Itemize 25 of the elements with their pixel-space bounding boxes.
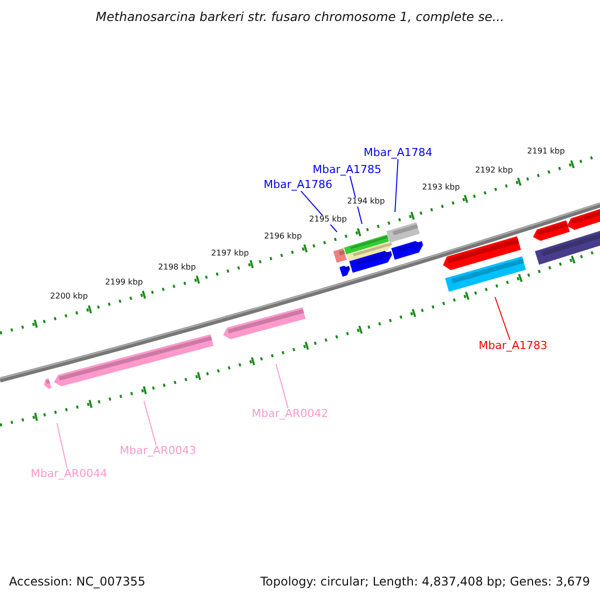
scale-tick-label: 2195 kbp: [309, 216, 347, 224]
gene-label: Mbar_AR0043: [120, 444, 196, 458]
scale-tick-label: 2199 kbp: [105, 278, 143, 288]
scale-tick-label: 2193 kbp: [422, 184, 460, 192]
leader-line: [276, 364, 288, 408]
scale-tick-label: 2197 kbp: [211, 250, 249, 258]
footer-text: Accession: NC_007355: [9, 575, 146, 589]
leader-line: [144, 400, 156, 446]
leader-line: [56, 422, 68, 468]
leader-line: [494, 296, 510, 340]
scale-tick-label: 2198 kbp: [158, 264, 196, 272]
diagram-title: Methanosarcina barkeri str. fusaro chromosome 1, complete se...: [96, 10, 504, 24]
scale-tick-label: 2200 kbp: [50, 292, 88, 302]
scale-tick-label: 2192 kbp: [475, 166, 513, 176]
gene-label: Mbar_A1784: [364, 146, 432, 160]
gene-label: Mbar_A1785: [312, 164, 382, 176]
gene-label: Mbar_AR0042: [252, 408, 328, 420]
footer-text: Topology: circular; Length: 4,837,408 bp; Genes: 3,679: [260, 575, 590, 589]
leader-line: [394, 158, 398, 212]
gene-label: Mbar_AR0044: [30, 468, 108, 480]
scale-tick-label: 2196 kbp: [264, 232, 302, 242]
scale-tick-label: 2191 kbp: [527, 148, 565, 156]
scale-tick-label: 2194 kbp: [347, 198, 385, 206]
gene-label: Mbar_A1786: [264, 178, 332, 192]
gene-label: Mbar_A1783: [478, 340, 548, 352]
